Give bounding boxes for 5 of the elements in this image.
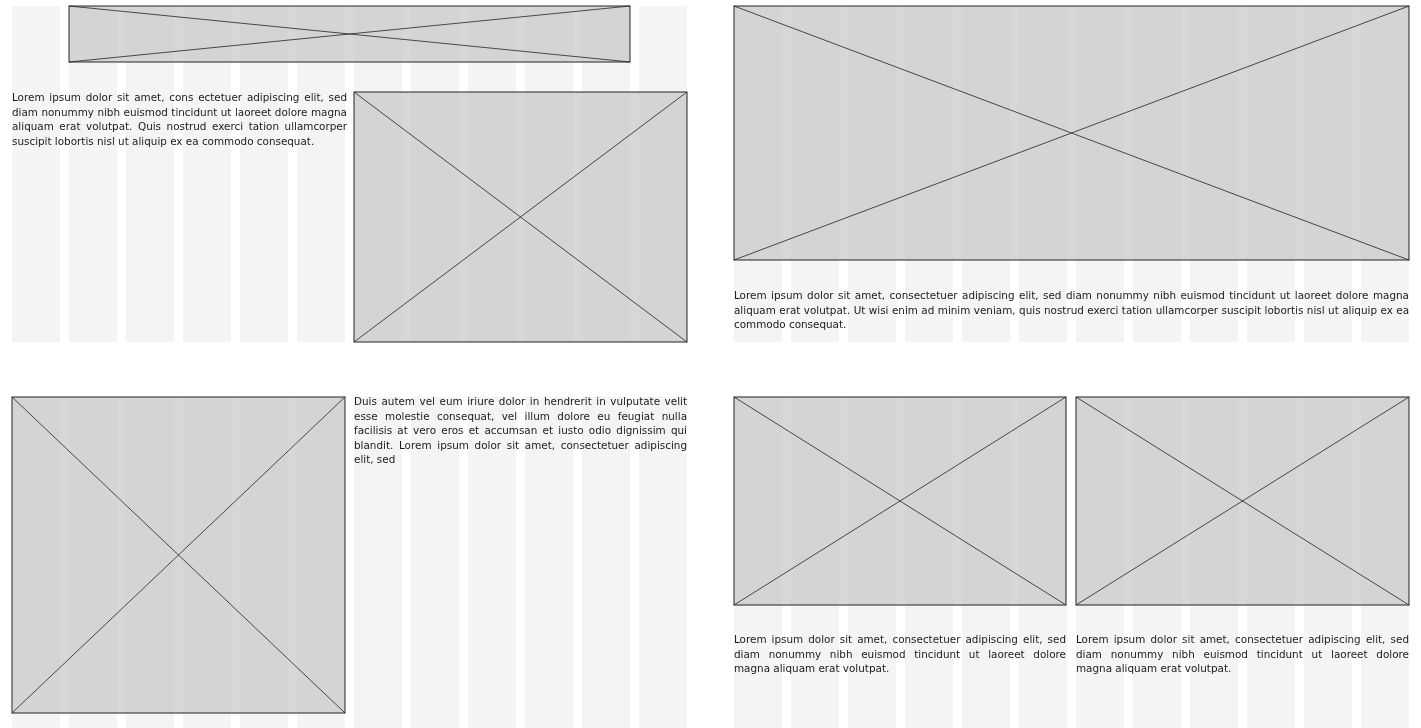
body-text: Duis autem vel eum iriure dolor in hendrerit in vulputate velit esse molestie consequat, vel illum dolore eu feugiat nulla facilisis at vero eros et accumsan et iusto odio dignissim qui blandit. Lorem ipsum dolor sit amet, consectetuer adipiscing elit, sed <box>354 394 687 467</box>
body-text: Lorem ipsum dolor sit amet, consectetuer adipiscing elit, sed diam nonummy nibh euismod tincidunt ut laoreet dolore magna aliquam erat volutpat. <box>1076 632 1409 676</box>
body-text: Lorem ipsum dolor sit amet, consectetuer adipiscing elit, sed diam nonummy nibh euismod tincidunt ut laoreet dolore magna aliquam erat volutpat. <box>734 632 1066 676</box>
body-text: Lorem ipsum dolor sit amet, cons ectetuer adipiscing elit, sed diam nonummy nibh euismod tincidunt ut laoreet dolore magna aliquam erat volutpat. Quis nostrud exerci tation ullamcorper suscipit lobortis nisl ut aliquip ex ea commodo consequat. <box>12 90 347 149</box>
body-text: Lorem ipsum dolor sit amet, consectetuer adipiscing elit, sed diam nonummy nibh euismod tincidunt ut laoreet dolore magna aliquam erat volutpat. Ut wisi enim ad minim veniam, quis nostrud exerci tation ullamcorper suscipit lobortis nisl ut aliquip ex ea commodo consequat. <box>734 288 1409 332</box>
